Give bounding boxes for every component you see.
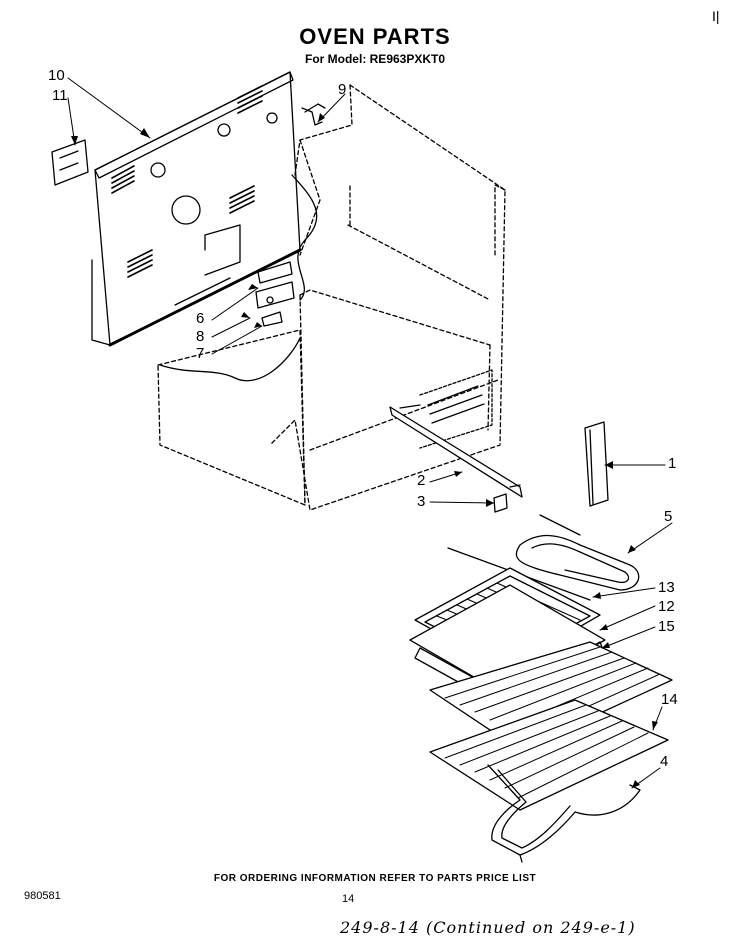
callout-1: 1 [668,455,677,472]
callout-6: 6 [196,310,205,327]
callout-14: 14 [661,691,678,708]
callout-10: 10 [48,67,65,84]
oven-rack-part-14 [429,699,669,811]
corner-mark: I| [712,8,720,24]
broil-element-area [419,369,493,449]
small-parts-6-8-7 [255,261,295,327]
callout-2: 2 [417,472,426,489]
page-number: 14 [342,893,355,905]
model-subtitle: For Model: RE963PXKT0 [304,52,446,66]
callout-13: 13 [658,579,675,596]
callout-3: 3 [417,493,426,510]
side-trim-part-1 [584,421,609,507]
back-panel-part-10 [91,71,302,347]
clip-part-3 [493,493,508,513]
callout-12: 12 [658,598,675,615]
bake-element-part-4 [487,764,641,863]
callout-11: 11 [52,87,68,104]
callout-8: 8 [196,328,205,345]
callout-5: 5 [664,508,673,525]
callout-7: 7 [196,345,205,362]
document-number: 980581 [24,890,61,902]
page-title: OVEN PARTS [299,24,451,49]
handwritten-note: 249-8-14 (Continued on 249-e-1) [340,918,636,937]
callout-4: 4 [660,753,669,770]
bracket-part-9 [301,103,326,126]
ordering-note: FOR ORDERING INFORMATION REFER TO PARTS … [213,873,537,884]
rail-part-2 [389,404,523,498]
callout-9: 9 [338,81,347,98]
callout-15: 15 [658,618,675,635]
plate-part-11 [51,139,89,186]
